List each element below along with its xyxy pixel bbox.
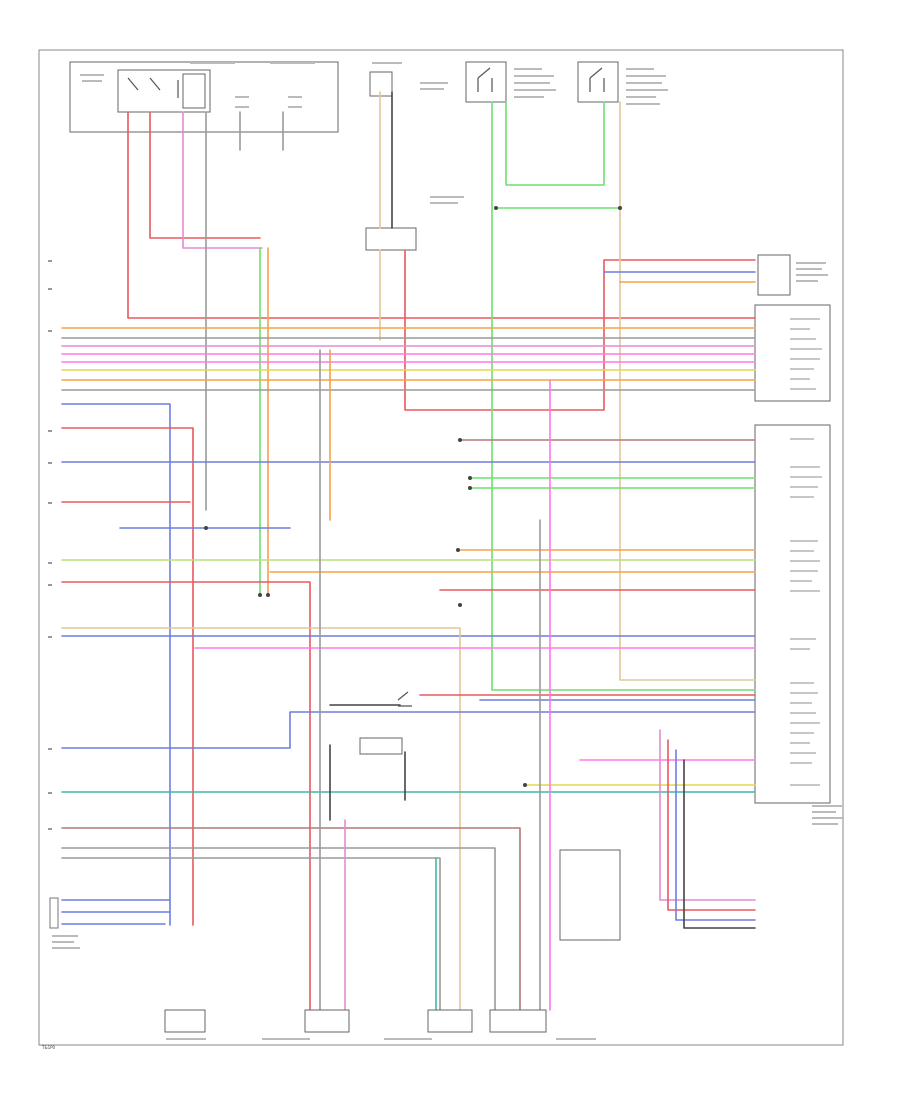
right-small-module [757,254,828,296]
bottom-sensor-3 [384,1009,473,1040]
brake-switch-icon [359,691,412,755]
bottom-sensor-2 [262,1009,350,1040]
wire-harness [61,91,756,1011]
bottom-right-sensor [559,849,621,941]
left-pin-markers [48,260,52,830]
image-code: T&1P0 [41,1045,56,1050]
center-relay [365,196,464,251]
bottom-sensor-4 [489,1009,596,1040]
diagram-frame [38,49,844,1046]
bottom-sensor-1 [164,1009,206,1040]
powertrain-control-module [754,304,844,825]
left-bottom-connector [49,897,80,949]
splice-dots [204,206,622,787]
top-switch-a [465,61,556,103]
pcm-pin-labels [790,318,822,786]
top-center-connector [369,62,448,97]
top-switch-b [577,61,668,105]
top-left-switch-module [69,61,339,133]
